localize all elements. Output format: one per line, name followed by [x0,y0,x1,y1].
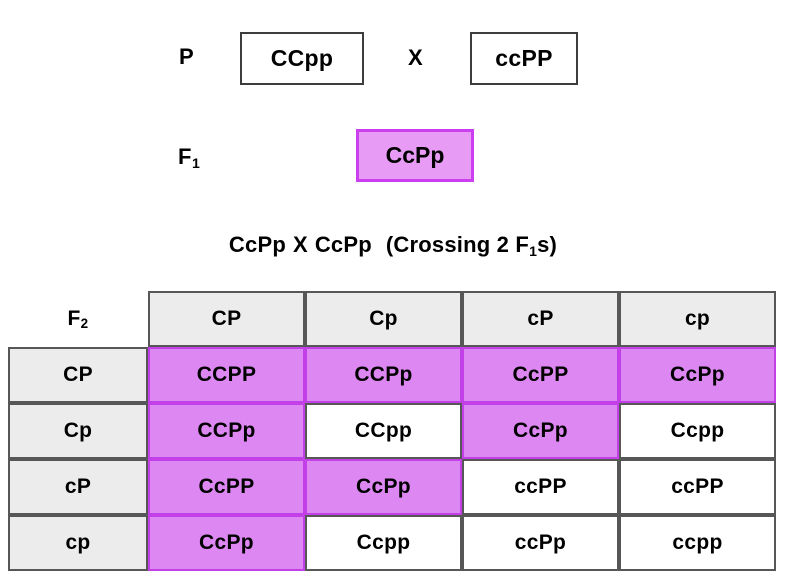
f2-label-subscript: 2 [80,316,89,332]
f2-label-letter: F [67,307,81,330]
punnett-cell-highlighted: CcPP [462,347,619,403]
parent-2-genotype-box: ccPP [470,32,578,85]
punnett-cell: ccpp [619,515,776,571]
punnett-row-header: cP [8,459,148,515]
f1-generation-label: F1 [178,144,201,171]
punnett-cell: Ccpp [619,403,776,459]
punnett-column-header: CP [148,291,305,347]
punnett-cell: ccPP [619,459,776,515]
punnett-cell-highlighted: CcPp [148,515,305,571]
caption-note-subscript: 1 [529,242,538,259]
punnett-cell-highlighted: CCPp [305,347,462,403]
punnett-cell-highlighted: CcPp [619,347,776,403]
punnett-column-header: cp [619,291,776,347]
f1-genotype-text: CcPp [385,142,445,168]
caption-note-open: (Crossing 2 F [385,232,530,257]
punnett-cell-highlighted: CcPp [305,459,462,515]
punnett-cell-highlighted: CcPp [462,403,619,459]
f1-label-letter: F [178,144,192,169]
parental-cross-symbol: X [408,45,423,70]
punnett-row-header: Cp [8,403,148,459]
punnett-column-header: Cp [305,291,462,347]
parent-1-genotype-text: CCpp [270,45,334,71]
punnett-cell: CCpp [305,403,462,459]
punnett-cell: ccPP [462,459,619,515]
punnett-row-header: CP [8,347,148,403]
punnett-corner-label: F2 [8,291,148,347]
punnett-cell: Ccpp [305,515,462,571]
parental-generation-row: P CCpp X ccPP [0,16,786,85]
punnett-cell-highlighted: CCPP [148,347,305,403]
caption-parent-a: CcPp [228,232,286,257]
punnett-cell-highlighted: CcPP [148,459,305,515]
punnett-cell: ccPp [462,515,619,571]
punnett-row-header: cp [8,515,148,571]
caption-cross-symbol: X [292,232,308,257]
f1-label-subscript: 1 [191,154,201,171]
caption-note-close: s) [537,232,558,257]
punnett-column-header: cP [462,291,619,347]
parent-2-genotype-text: ccPP [495,45,553,71]
punnett-header-row: F2 CP Cp cP cp [8,291,776,347]
punnett-cell-highlighted: CCPp [148,403,305,459]
f1-genotype-box: CcPp [356,129,474,182]
caption-parent-b: CcPp [314,232,372,257]
parental-generation-label: P [179,44,195,69]
parent-1-genotype-box: CCpp [240,32,364,85]
